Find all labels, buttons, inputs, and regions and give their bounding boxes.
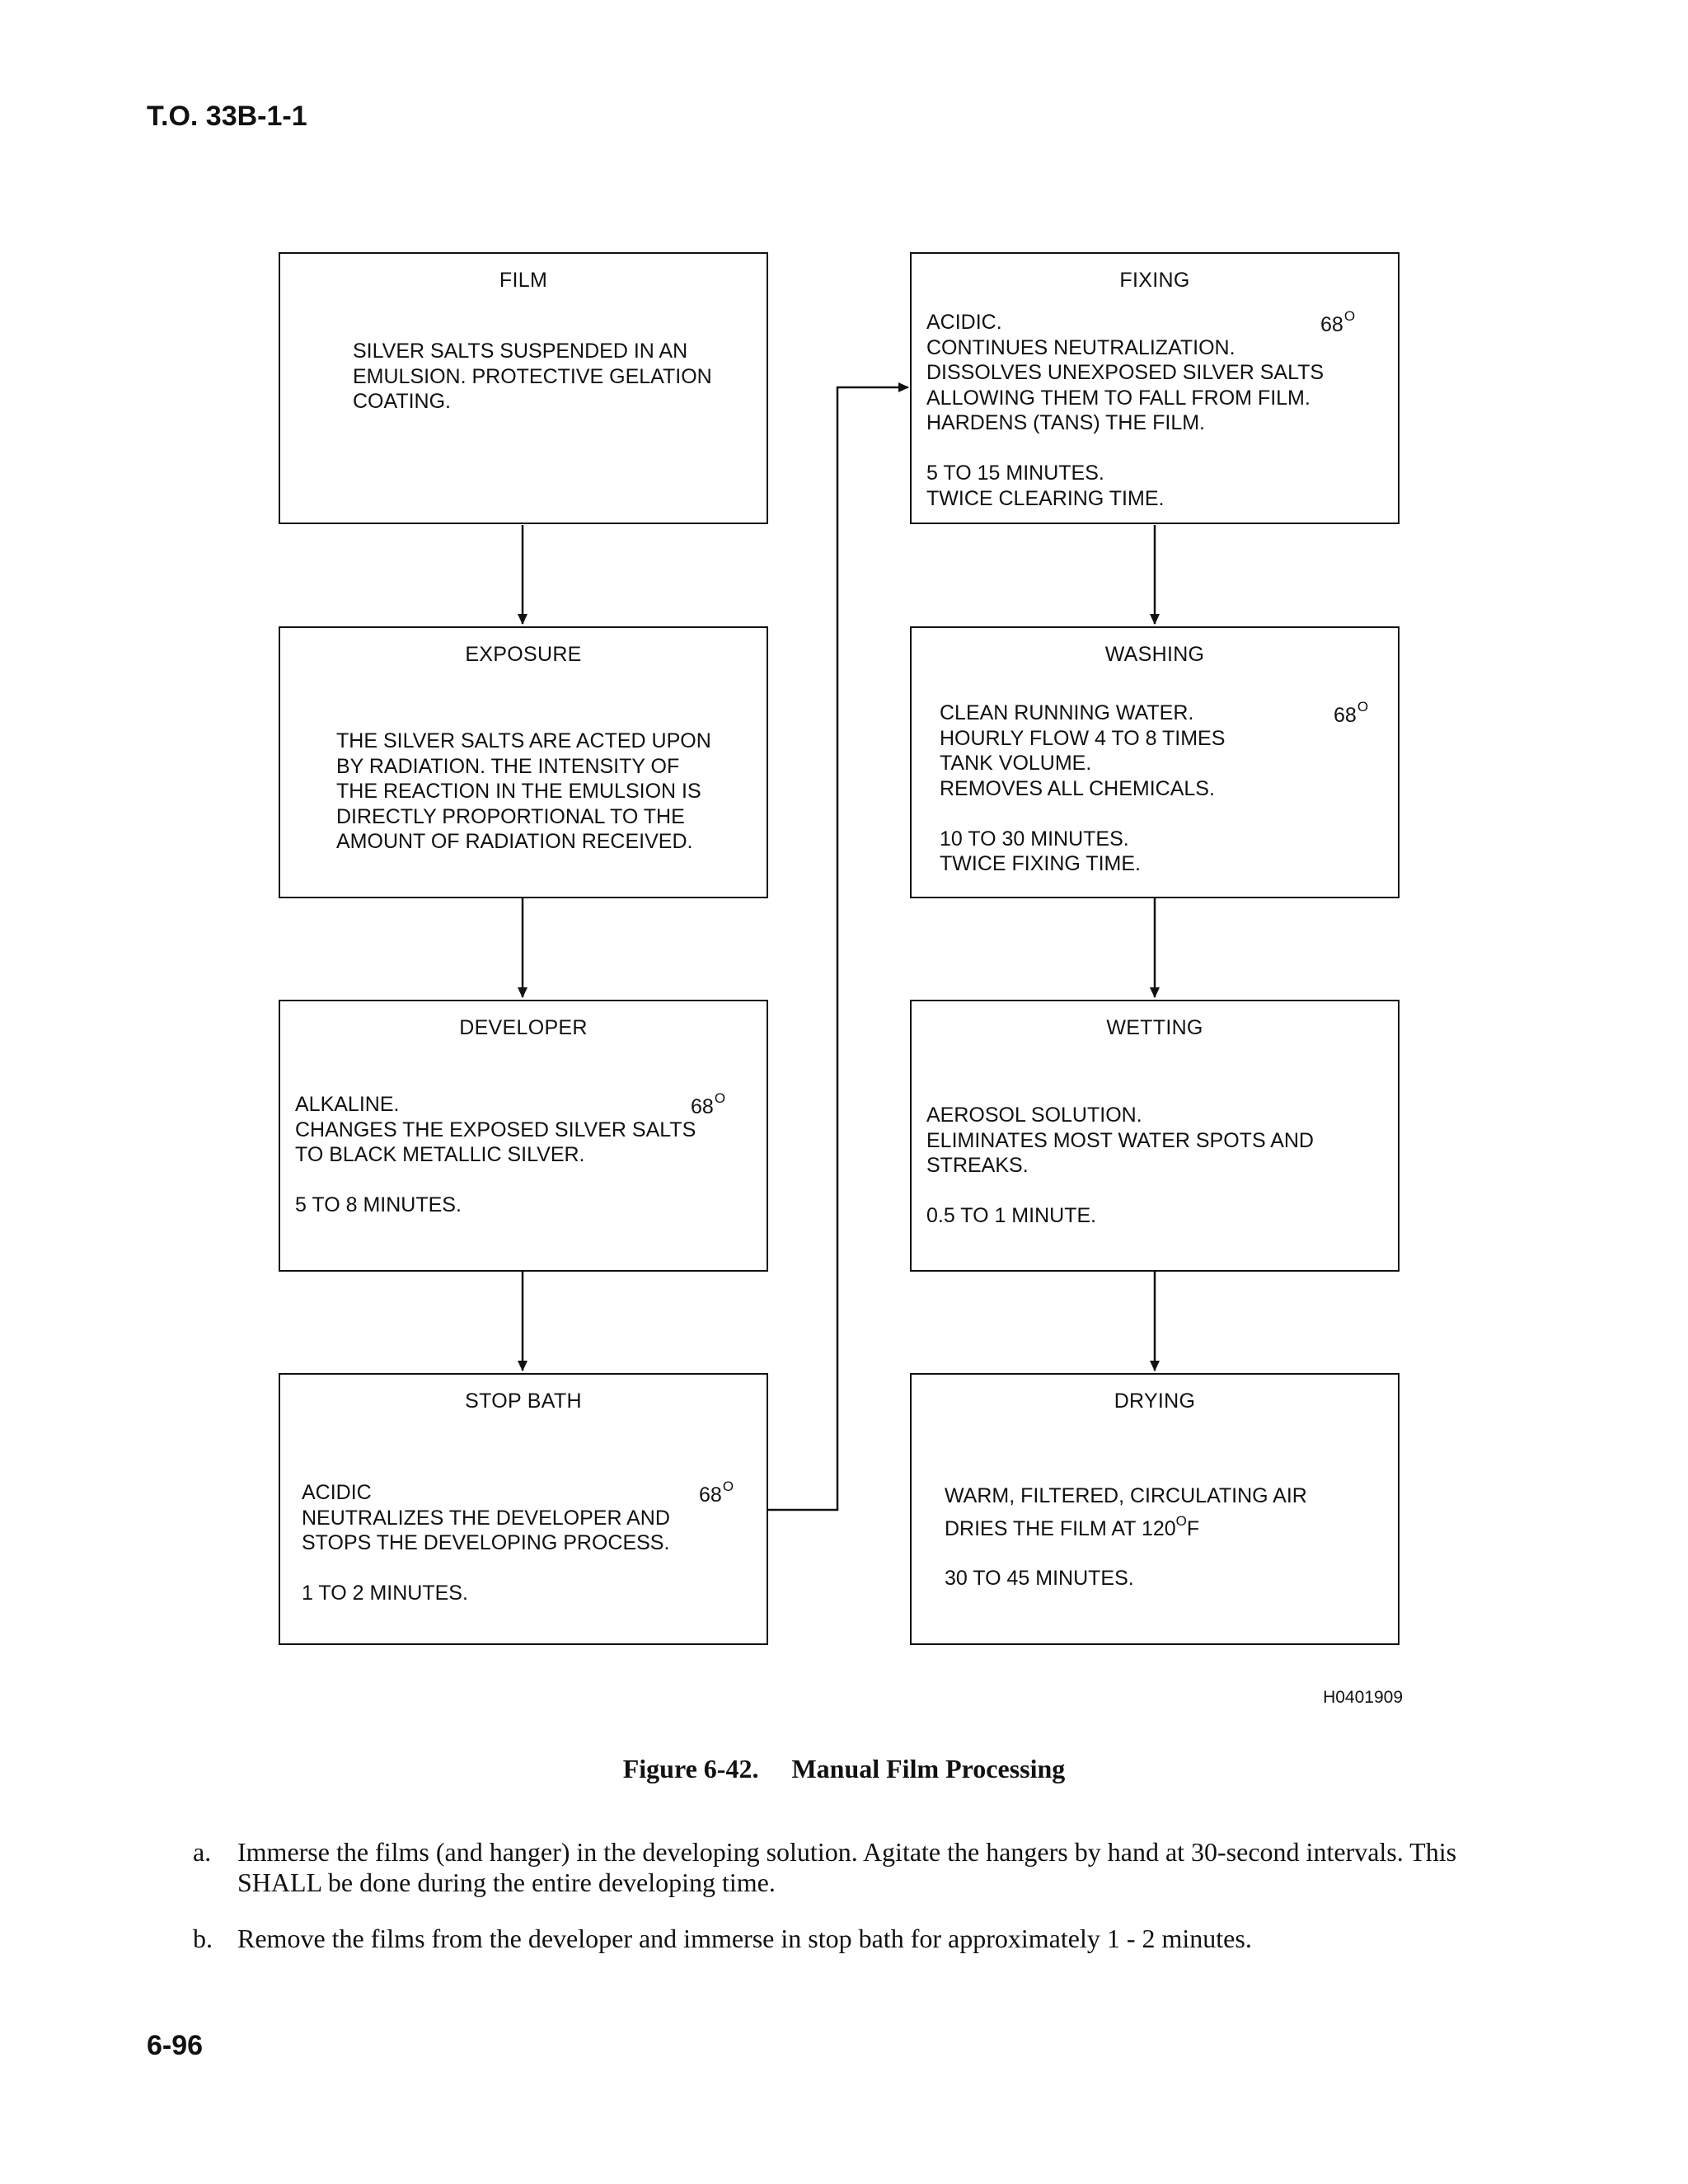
washing-temperature: 68O xyxy=(1334,699,1369,727)
paragraph-b: b. Remove the films from the developer a… xyxy=(193,1924,1545,1954)
stop-bath-title: STOP BATH xyxy=(465,1390,582,1413)
film-body: SILVER SALTS SUSPENDED IN AN EMULSION. P… xyxy=(353,340,712,413)
figure-caption: Figure 6-42. Manual Film Processing xyxy=(0,1754,1688,1784)
drying-body: WARM, FILTERED, CIRCULATING AIR DRIES TH… xyxy=(945,1483,1307,1591)
wetting-box: WETTING AEROSOL SOLUTION. ELIMINATES MOS… xyxy=(910,1000,1400,1272)
washing-title: WASHING xyxy=(1104,643,1205,666)
drying-title: DRYING xyxy=(1114,1390,1196,1413)
developer-body: ALKALINE. CHANGES THE EXPOSED SILVER SAL… xyxy=(295,1093,696,1216)
stop-bath-body: ACIDIC NEUTRALIZES THE DEVELOPER AND STO… xyxy=(302,1481,670,1605)
stop-bath-temperature: 68O xyxy=(699,1479,734,1507)
developer-box: DEVELOPER 68O ALKALINE. CHANGES THE EXPO… xyxy=(279,1000,768,1272)
wetting-title: WETTING xyxy=(1106,1016,1203,1039)
paragraph-a-text: Immerse the films (and hanger) in the de… xyxy=(237,1837,1457,1897)
paragraph-b-letter: b. xyxy=(193,1924,213,1953)
arrow-stop-bath-to-fixing xyxy=(768,382,909,1511)
exposure-box: EXPOSURE THE SILVER SALTS ARE ACTED UPON… xyxy=(279,626,768,898)
page-number: 6-96 xyxy=(147,2030,204,2061)
film-box: FILM SILVER SALTS SUSPENDED IN AN EMULSI… xyxy=(279,252,768,524)
fixing-temperature: 68O xyxy=(1320,308,1356,336)
exposure-title: EXPOSURE xyxy=(465,643,582,666)
washing-body: CLEAN RUNNING WATER. HOURLY FLOW 4 TO 8 … xyxy=(940,701,1226,875)
developer-temperature: 68O xyxy=(691,1090,726,1118)
film-title: FILM xyxy=(499,269,548,292)
wetting-body: AEROSOL SOLUTION. ELIMINATES MOST WATER … xyxy=(926,1104,1314,1227)
paragraph-b-text: Remove the films from the developer and … xyxy=(237,1924,1252,1953)
figure-number: Figure 6-42. xyxy=(622,1754,759,1783)
paragraph-a: a. Immerse the films (and hanger) in the… xyxy=(193,1837,1545,1898)
drying-line-1: WARM, FILTERED, CIRCULATING AIR xyxy=(945,1484,1307,1507)
fixing-title: FIXING xyxy=(1119,269,1190,292)
figure-code: H0401909 xyxy=(1323,1688,1403,1707)
drying-line-2: DRIES THE FILM AT 120OF xyxy=(945,1512,1200,1540)
paragraph-a-letter: a. xyxy=(193,1837,212,1867)
drying-line-3: 30 TO 45 MINUTES. xyxy=(945,1567,1134,1590)
stop-bath-box: STOP BATH 68O ACIDIC NEUTRALIZES THE DEV… xyxy=(279,1373,768,1645)
figure-title: Manual Film Processing xyxy=(791,1754,1066,1783)
fixing-box: FIXING 68O ACIDIC. CONTINUES NEUTRALIZAT… xyxy=(910,252,1400,524)
fixing-body: ACIDIC. CONTINUES NEUTRALIZATION. DISSOL… xyxy=(926,311,1325,510)
washing-box: WASHING 68O CLEAN RUNNING WATER. HOURLY … xyxy=(910,626,1400,898)
drying-box: DRYING WARM, FILTERED, CIRCULATING AIR D… xyxy=(910,1373,1400,1645)
developer-title: DEVELOPER xyxy=(459,1016,588,1039)
document-id: T.O. 33B-1-1 xyxy=(147,101,307,132)
exposure-body: THE SILVER SALTS ARE ACTED UPON BY RADIA… xyxy=(336,729,711,853)
